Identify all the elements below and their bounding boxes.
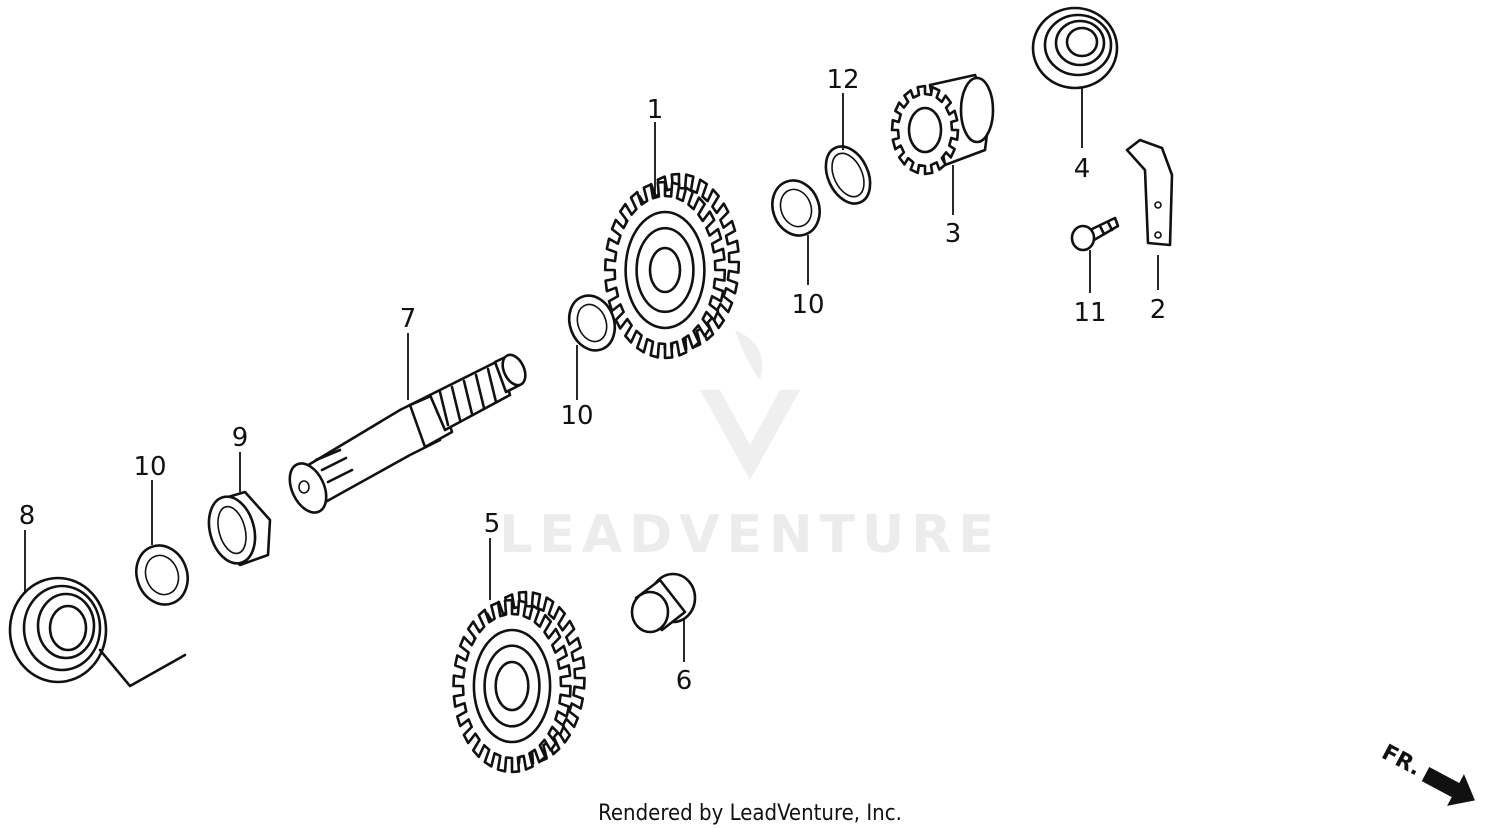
watermark-text: LEADVENTURE: [499, 505, 1001, 565]
leader-lines: [24, 88, 1159, 662]
front-arrow-icon: [1421, 767, 1475, 806]
callout-11: 11: [1073, 298, 1106, 328]
part-10-washer-middle[interactable]: [562, 289, 622, 357]
part-2-plate[interactable]: [1125, 138, 1174, 247]
callout-1: 1: [647, 95, 664, 125]
callout-7: 7: [400, 304, 417, 334]
front-direction-label: FR.: [1377, 740, 1425, 781]
callout-8: 8: [19, 501, 36, 531]
part-9-bushing[interactable]: [202, 490, 272, 568]
part-10-washer-right[interactable]: [765, 174, 827, 242]
part-7-shaft[interactable]: [283, 351, 530, 518]
part-1-gear[interactable]: [603, 172, 741, 360]
part-8-spring[interactable]: [8, 576, 187, 688]
footer-credit: Rendered by LeadVenture, Inc.: [598, 801, 902, 826]
callout-9: 9: [232, 423, 249, 453]
part-3-ratchet[interactable]: [890, 73, 995, 176]
callout-10-left: 10: [133, 452, 166, 482]
callout-10-right: 10: [791, 290, 824, 320]
part-4-spring[interactable]: [1031, 6, 1119, 90]
part-6-collar[interactable]: [630, 572, 697, 634]
callout-10-middle: 10: [560, 401, 593, 431]
front-direction-indicator: FR.: [1377, 740, 1475, 806]
callout-12: 12: [826, 65, 859, 95]
part-11-bolt[interactable]: [1070, 216, 1120, 252]
callout-4: 4: [1074, 154, 1091, 184]
watermark-logo: [700, 330, 800, 480]
callout-5: 5: [484, 509, 501, 539]
callout-3: 3: [945, 219, 962, 249]
part-12-circlip[interactable]: [817, 139, 879, 210]
callout-2: 2: [1150, 295, 1167, 325]
callout-6: 6: [676, 666, 693, 696]
part-10-washer-left[interactable]: [128, 538, 196, 611]
part-5-gear[interactable]: [452, 590, 586, 774]
